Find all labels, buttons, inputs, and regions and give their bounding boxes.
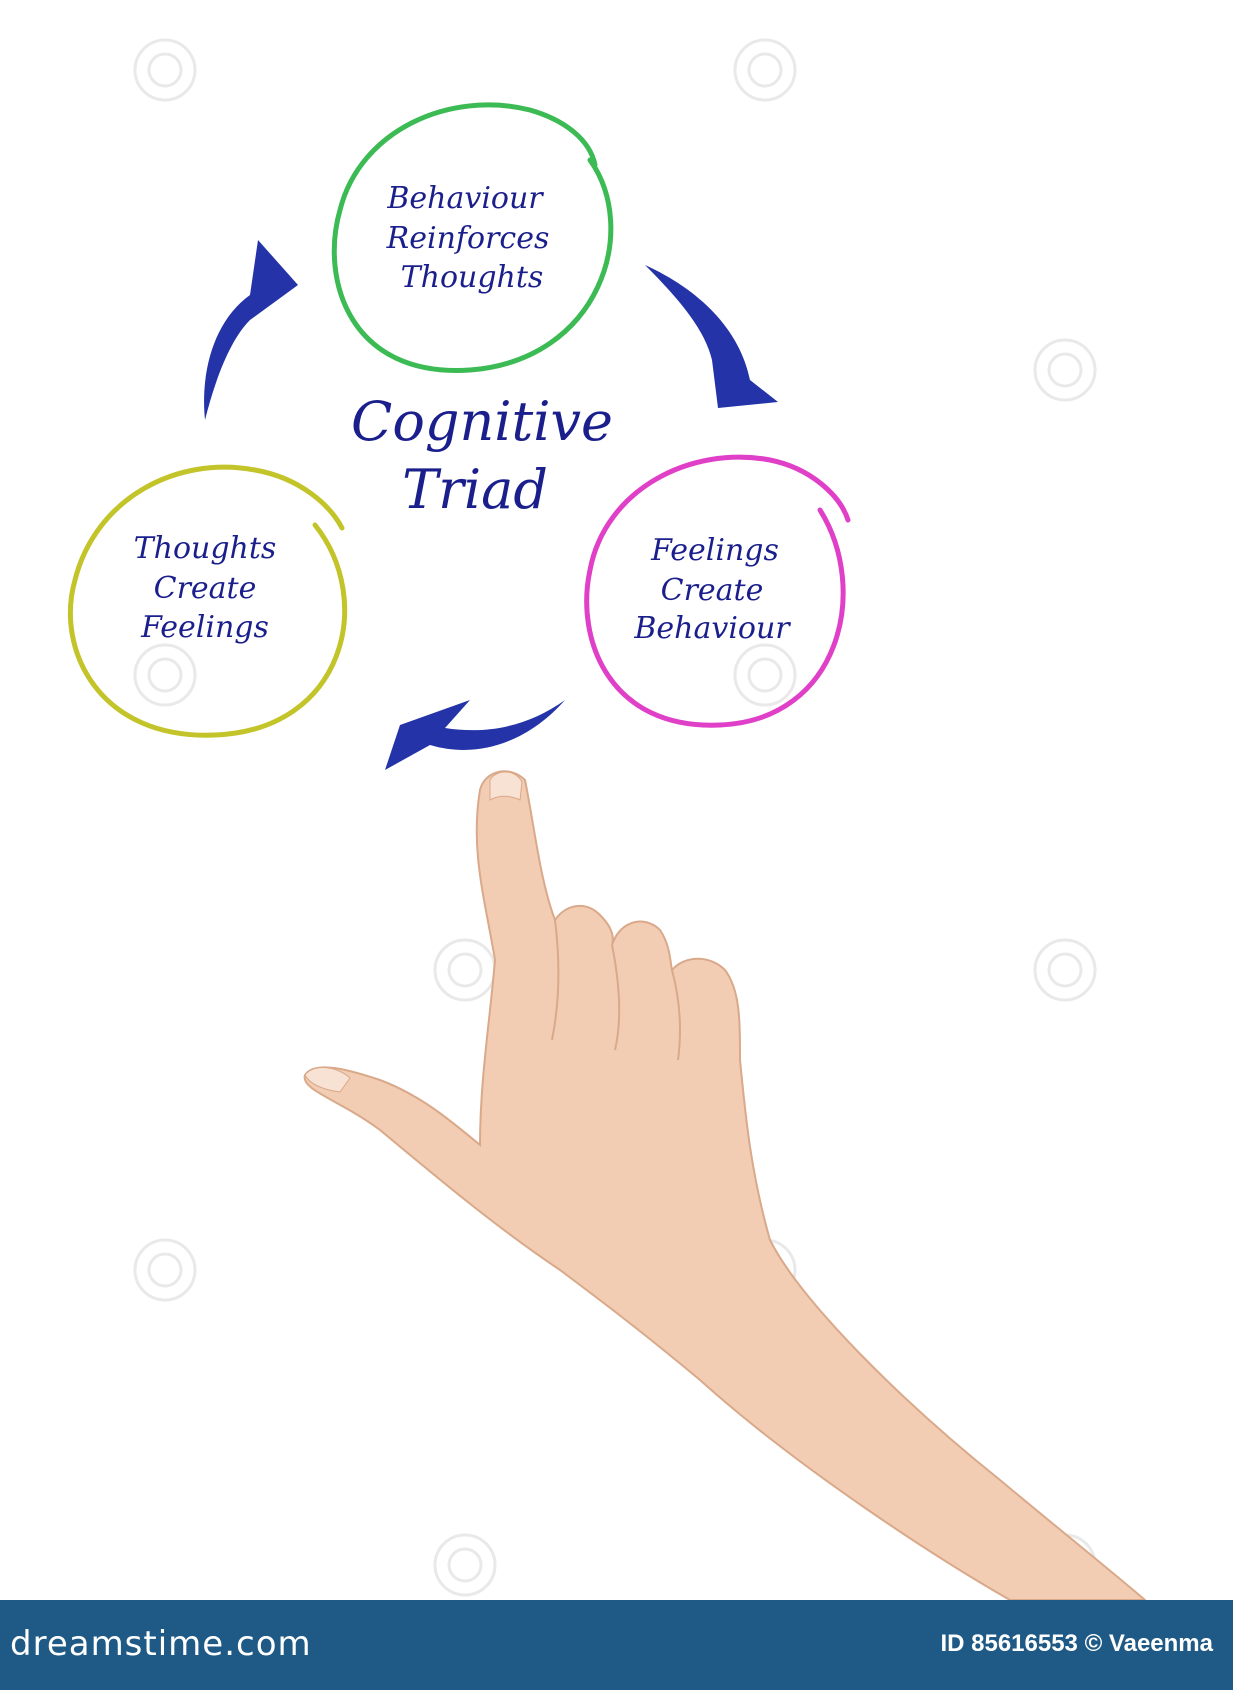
diagram-canvas: Behaviour Reinforces Thoughts Feelings C… — [68, 38, 1147, 1600]
cycle-arrows — [204, 240, 778, 770]
node-behaviour-reinforces-thoughts: Behaviour Reinforces Thoughts — [331, 102, 614, 373]
node-left-line-2: Create — [154, 571, 257, 606]
node-thoughts-create-feelings: Thoughts Create Feelings — [68, 464, 348, 738]
arrow-right-to-left-icon — [385, 700, 565, 770]
footer-credit: ID 85616553 © Vaeenma — [940, 1630, 1213, 1657]
node-right-line-1: Feelings — [650, 533, 779, 568]
node-feelings-create-behaviour: Feelings Create Behaviour — [584, 454, 851, 728]
node-top-line-3: Thoughts — [401, 260, 544, 295]
node-right-line-2: Create — [661, 573, 764, 608]
pointing-hand-icon — [303, 770, 1147, 1600]
node-right-line-3: Behaviour — [633, 611, 791, 646]
footer-site-logo: dreamstime.com — [10, 1624, 312, 1664]
node-circle-left — [68, 464, 348, 738]
node-left-line-3: Feelings — [140, 610, 269, 645]
footer-bar: dreamstime.com ID 85616553 © Vaeenma — [0, 1600, 1233, 1690]
diagram-title-line-1: Cognitive — [351, 390, 613, 453]
node-top-line-2: Reinforces — [386, 221, 550, 256]
arrow-left-to-top-icon — [204, 240, 298, 420]
arrow-top-to-right-icon — [645, 265, 778, 408]
node-left-line-1: Thoughts — [134, 531, 277, 566]
node-top-line-1: Behaviour — [386, 181, 544, 216]
node-circle-right — [584, 454, 851, 728]
node-circle-top — [331, 102, 614, 373]
diagram-title-line-2: Triad — [402, 458, 548, 521]
